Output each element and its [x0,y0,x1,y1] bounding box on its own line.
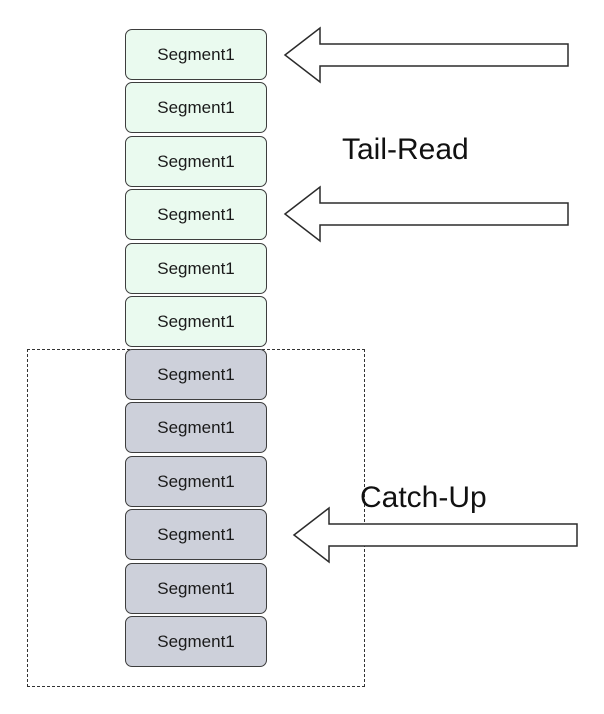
catch-up-label: Catch-Up [360,481,487,514]
segment-box: Segment1 [125,456,267,507]
tail-read-middle-arrow [283,185,569,243]
catch-up-arrow [292,506,578,564]
segment-box: Segment1 [125,136,267,187]
segment-box: Segment1 [125,509,267,560]
segment-box: Segment1 [125,563,267,614]
segment-box: Segment1 [125,82,267,133]
tail-read-label: Tail-Read [342,133,469,166]
tail-read-top-arrow [283,26,569,84]
segment-box: Segment1 [125,402,267,453]
segment-box: Segment1 [125,189,267,240]
segment-box: Segment1 [125,243,267,294]
segment-box: Segment1 [125,349,267,400]
segment-box: Segment1 [125,296,267,347]
segment-box: Segment1 [125,616,267,667]
segment-box: Segment1 [125,29,267,80]
